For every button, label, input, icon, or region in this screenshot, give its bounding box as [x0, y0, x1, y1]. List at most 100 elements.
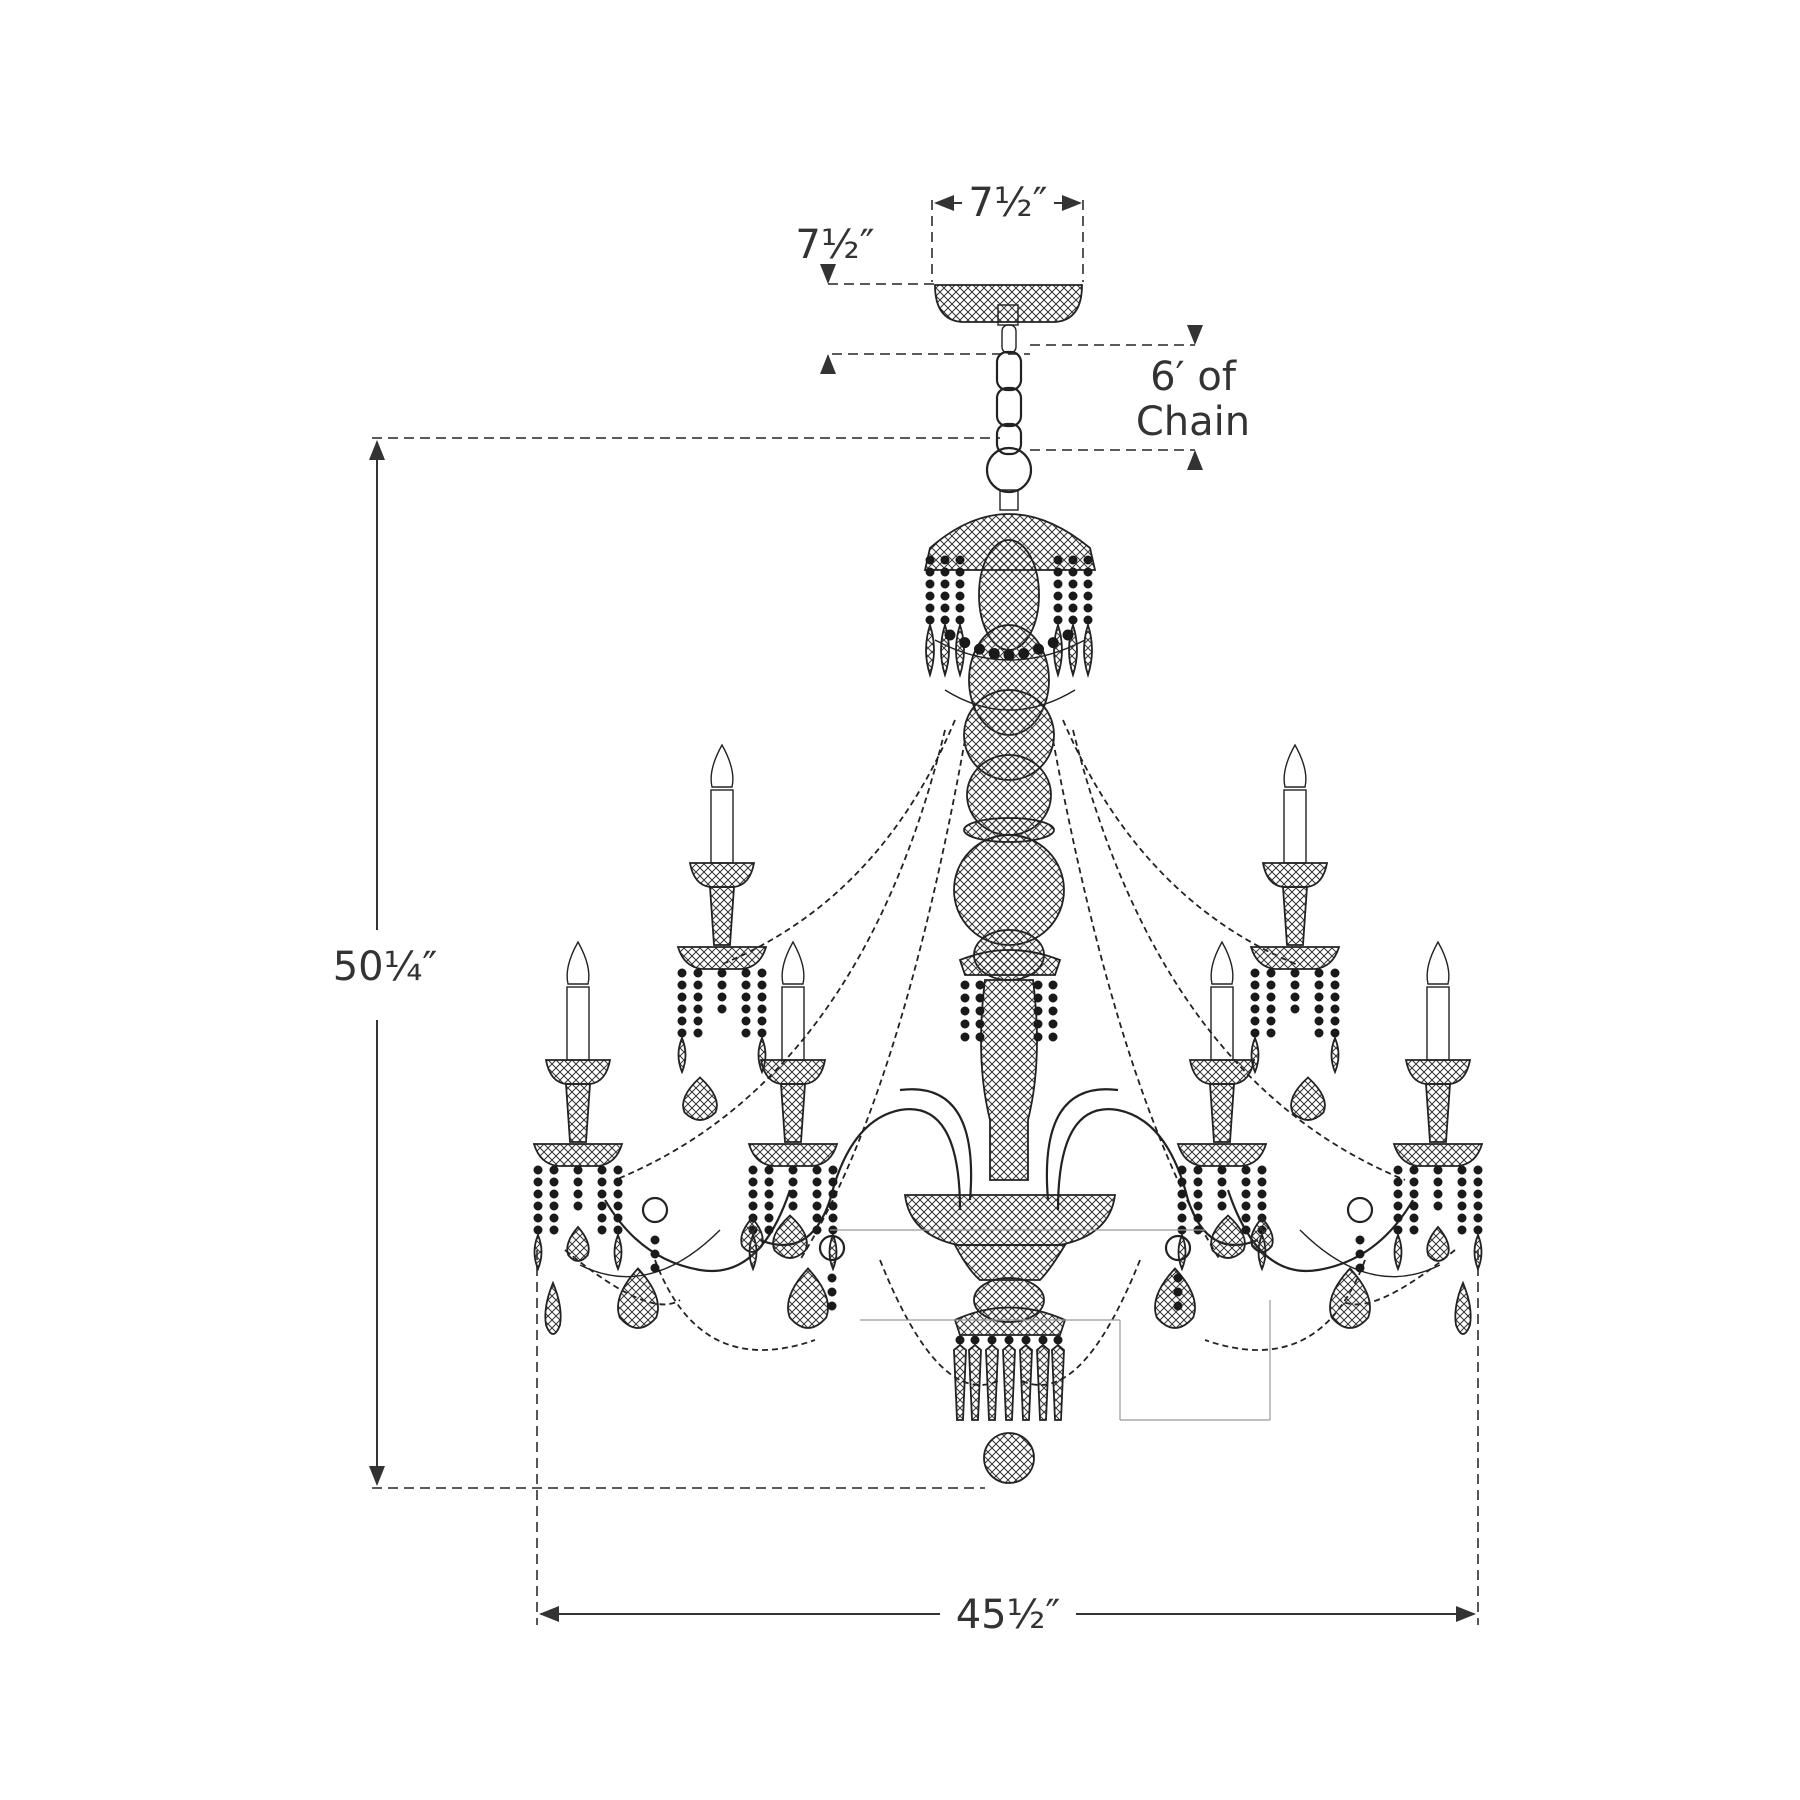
bead: [1314, 1004, 1324, 1014]
bead: [1033, 643, 1044, 655]
drip-pan: [1392, 1143, 1484, 1167]
bead: [788, 1165, 798, 1175]
bead: [1433, 1165, 1443, 1175]
crystal-pendant: [566, 1225, 590, 1262]
bead: [1048, 980, 1058, 990]
bead: [757, 1004, 767, 1014]
bead: [1068, 579, 1078, 589]
bead: [925, 579, 935, 589]
bead: [960, 1019, 970, 1029]
bead: [748, 1201, 758, 1211]
bead: [533, 1165, 543, 1175]
bead: [748, 1189, 758, 1199]
bead: [1053, 579, 1063, 589]
bead: [1330, 968, 1340, 978]
prism: [1002, 1343, 1016, 1421]
bead: [1409, 1213, 1419, 1223]
bead: [1393, 1165, 1403, 1175]
candle-arms: [532, 743, 1484, 1272]
bead: [812, 1201, 822, 1211]
bead: [970, 1335, 980, 1345]
bead: [1217, 1177, 1227, 1187]
bead: [573, 1177, 583, 1187]
bead: [955, 567, 965, 577]
fixture-height-label: 50¼″: [333, 944, 438, 990]
bead: [1217, 1165, 1227, 1175]
crystal-drop: [828, 1232, 838, 1272]
bead: [1473, 1213, 1483, 1223]
bead: [677, 968, 687, 978]
bead: [828, 1213, 838, 1223]
crystal-pendant: [787, 1267, 829, 1329]
bead: [741, 1016, 751, 1026]
bead: [1473, 1201, 1483, 1211]
bead: [1290, 980, 1300, 990]
bead: [1018, 647, 1030, 659]
candle-sleeve: [1283, 789, 1307, 864]
bead: [955, 579, 965, 589]
bead: [757, 968, 767, 978]
bead: [1177, 1189, 1187, 1199]
candle-bulb: [1426, 940, 1450, 985]
ring: [1346, 1196, 1374, 1224]
bead: [1433, 1189, 1443, 1199]
crystal-drop: [1083, 622, 1093, 678]
bead: [1241, 1189, 1251, 1199]
bead: [959, 637, 971, 649]
bead: [613, 1189, 623, 1199]
candle-cup: [1209, 1083, 1235, 1143]
bead: [764, 1201, 774, 1211]
bead: [1241, 1213, 1251, 1223]
bead: [693, 992, 703, 1002]
bead: [1053, 567, 1063, 577]
bead: [1193, 1165, 1203, 1175]
bead: [1173, 1287, 1183, 1297]
bead: [741, 980, 751, 990]
crystal-pendant: [1290, 1076, 1326, 1121]
bead: [677, 1016, 687, 1026]
crystal-drop: [613, 1232, 623, 1272]
bead: [717, 1004, 727, 1014]
bead: [1457, 1177, 1467, 1187]
bead: [1433, 1201, 1443, 1211]
bead: [1457, 1201, 1467, 1211]
bead: [1457, 1165, 1467, 1175]
bead: [1250, 992, 1260, 1002]
bead: [757, 1016, 767, 1026]
bead: [960, 1032, 970, 1042]
bobeche: [1404, 1059, 1472, 1085]
bead: [613, 1165, 623, 1175]
candle-bulb: [1283, 743, 1307, 788]
bead: [1409, 1225, 1419, 1235]
bead: [1266, 980, 1276, 990]
bead: [1177, 1177, 1187, 1187]
bead: [1193, 1189, 1203, 1199]
bead: [1409, 1165, 1419, 1175]
bead: [812, 1225, 822, 1235]
bead: [1048, 1019, 1058, 1029]
bobeche: [1188, 1059, 1256, 1085]
bead: [693, 968, 703, 978]
bead: [1068, 567, 1078, 577]
prism: [953, 1343, 967, 1421]
bead: [1355, 1263, 1365, 1273]
bead: [764, 1189, 774, 1199]
bead: [1409, 1177, 1419, 1187]
bead: [597, 1201, 607, 1211]
candle-bulb: [566, 940, 590, 985]
crystal-drop: [1330, 1035, 1340, 1075]
bead: [988, 647, 1000, 659]
bead: [573, 1189, 583, 1199]
bead: [1053, 555, 1063, 565]
bead: [1083, 579, 1093, 589]
bead: [1033, 1006, 1043, 1016]
crystal-drop: [955, 622, 965, 678]
bead: [940, 567, 950, 577]
bead: [1290, 992, 1300, 1002]
bead: [1266, 1016, 1276, 1026]
bead: [1250, 968, 1260, 978]
crystal-pendant: [617, 1267, 659, 1329]
ring: [641, 1196, 669, 1224]
bead: [925, 555, 935, 565]
